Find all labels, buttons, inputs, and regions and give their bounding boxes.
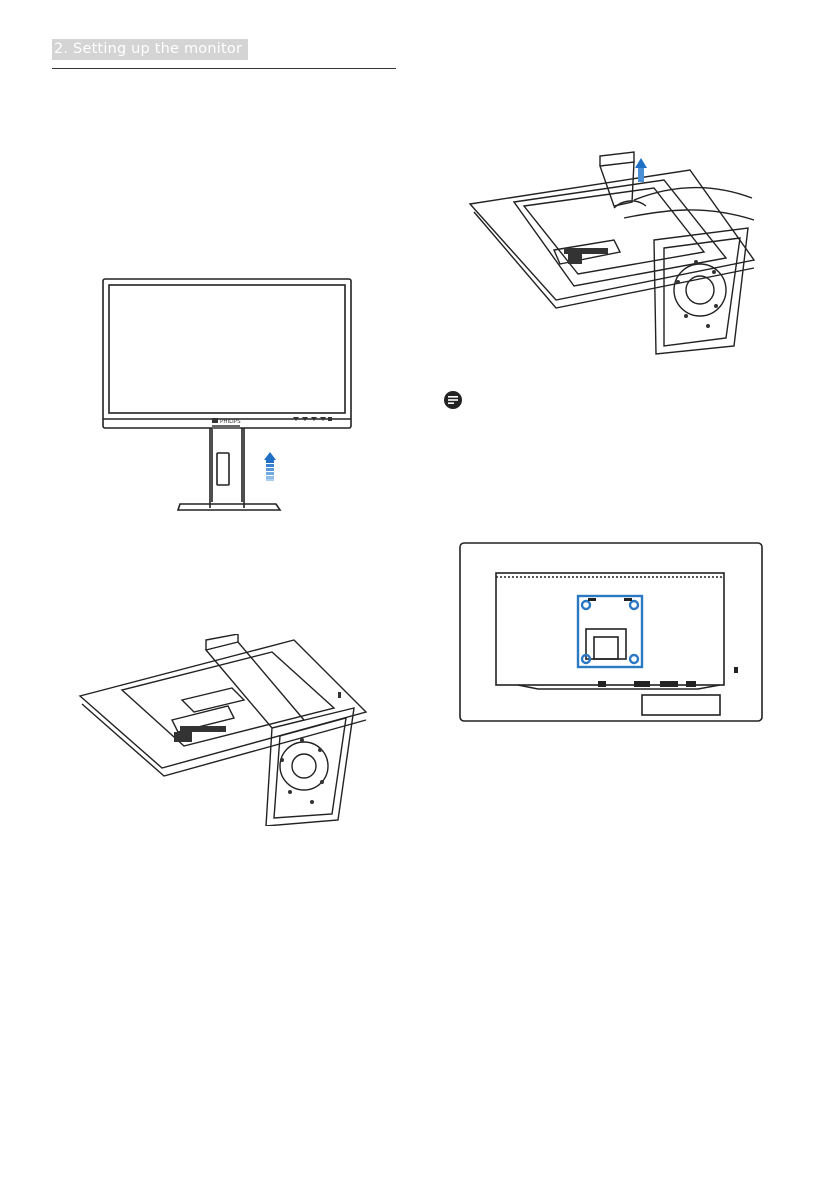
vesa-highlight [578,596,642,667]
note-icon [443,390,463,410]
lift-arrow-icon [264,452,276,481]
monitor-front-figure: PHILIPS [96,276,358,516]
stand-removal-figure [464,140,758,356]
section-divider [52,68,396,69]
section-header: 2. Setting up the monitor [52,38,396,69]
monitor-facedown-figure [76,634,368,826]
philips-logo: PHILIPS [212,418,241,425]
vesa-mount-figure [458,541,764,723]
section-title: 2. Setting up the monitor [52,39,248,60]
svg-text:PHILIPS: PHILIPS [220,419,241,425]
